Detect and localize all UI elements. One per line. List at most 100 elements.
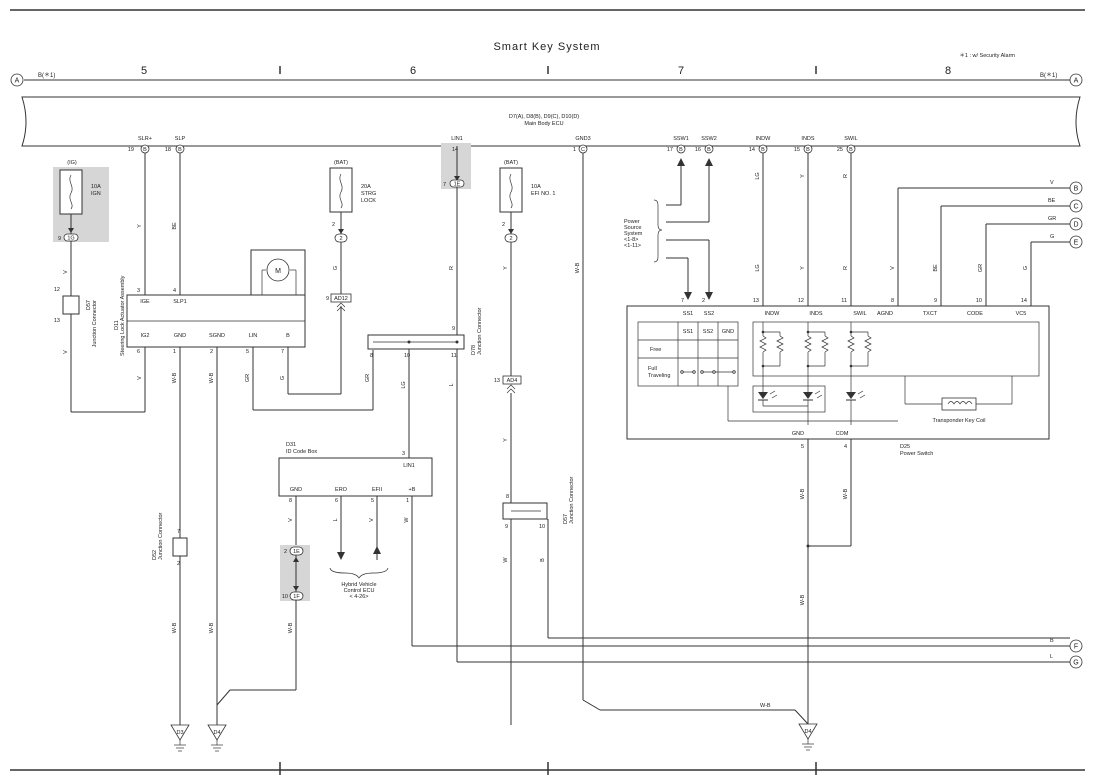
svg-text:G: G bbox=[333, 266, 339, 270]
section-7: 7 bbox=[678, 65, 684, 77]
svg-text:LOCK: LOCK bbox=[361, 198, 376, 204]
svg-text:B: B bbox=[1074, 186, 1079, 193]
svg-text:SWIL: SWIL bbox=[853, 311, 866, 317]
switch-table bbox=[637, 321, 739, 387]
section-8: 8 bbox=[945, 65, 951, 77]
svg-text:2: 2 bbox=[332, 222, 335, 228]
svg-text:EFII: EFII bbox=[372, 487, 383, 493]
svg-text:2: 2 bbox=[502, 222, 505, 228]
note: ＊1 : w/ Security Alarm bbox=[959, 52, 1015, 59]
ig-source: (IG) bbox=[67, 160, 77, 166]
svg-text:SLP: SLP bbox=[175, 136, 186, 142]
svg-text:INDW: INDW bbox=[756, 136, 771, 142]
power-source-label: Power bbox=[624, 219, 640, 225]
svg-text:W-B: W-B bbox=[172, 622, 178, 633]
svg-text:D4: D4 bbox=[804, 729, 811, 735]
svg-text:6: 6 bbox=[335, 498, 338, 504]
svg-text:16: 16 bbox=[695, 147, 701, 153]
svg-text:Traveling: Traveling bbox=[648, 373, 670, 379]
bus-left-label: B(＊1) bbox=[38, 72, 55, 79]
svg-text:Y: Y bbox=[503, 438, 509, 442]
svg-text:AD12: AD12 bbox=[334, 296, 348, 302]
svg-text:9: 9 bbox=[934, 298, 937, 304]
svg-text:E: E bbox=[1074, 240, 1079, 247]
svg-text:Y: Y bbox=[503, 266, 509, 270]
bus-right-label: B(＊1) bbox=[1040, 72, 1057, 79]
ecu-pin-slp: SLP 18 B bbox=[165, 136, 186, 154]
svg-text:11: 11 bbox=[451, 353, 457, 359]
svg-text:18: 18 bbox=[165, 147, 171, 153]
svg-text:D57: D57 bbox=[86, 300, 92, 310]
svg-text:12: 12 bbox=[54, 287, 60, 293]
svg-text:Junction Connector: Junction Connector bbox=[92, 300, 98, 348]
svg-text:D4: D4 bbox=[213, 730, 220, 736]
ground-d4-right: D4 bbox=[798, 723, 818, 751]
id-code-box bbox=[278, 457, 433, 497]
svg-text:7: 7 bbox=[177, 529, 180, 535]
svg-text:IGE: IGE bbox=[140, 299, 150, 305]
svg-text:GR: GR bbox=[978, 264, 984, 272]
svg-text:M: M bbox=[275, 268, 281, 275]
led-icon bbox=[846, 392, 856, 399]
svg-text:V: V bbox=[137, 376, 143, 380]
svg-text:B: B bbox=[143, 147, 147, 153]
strg-source: (BAT) bbox=[334, 160, 348, 166]
svg-text:V: V bbox=[1050, 180, 1054, 186]
section-5: 5 bbox=[141, 65, 147, 77]
svg-text:SS1: SS1 bbox=[683, 329, 693, 335]
svg-text:17: 17 bbox=[667, 147, 673, 153]
svg-text:V: V bbox=[288, 518, 294, 522]
ecu-pin-inds: INDS 15 B bbox=[794, 136, 815, 154]
svg-text:W-B: W-B bbox=[288, 622, 294, 633]
svg-text:G: G bbox=[1023, 266, 1029, 270]
svg-text:8: 8 bbox=[370, 353, 373, 359]
led-block bbox=[752, 385, 826, 413]
svg-text:14: 14 bbox=[1021, 298, 1027, 304]
svg-text:4: 4 bbox=[173, 288, 176, 294]
diagram-title: Smart Key System bbox=[493, 41, 600, 53]
svg-text:W: W bbox=[503, 557, 509, 563]
svg-text:D78: D78 bbox=[471, 345, 477, 355]
svg-text:V: V bbox=[890, 266, 896, 270]
svg-text:G: G bbox=[1073, 660, 1078, 667]
svg-text:R: R bbox=[449, 266, 455, 270]
svg-text:D31: D31 bbox=[286, 442, 296, 448]
ref-b: V B bbox=[1050, 180, 1083, 195]
ground-d4-left: D4 bbox=[207, 724, 227, 752]
svg-text:2: 2 bbox=[339, 236, 342, 242]
svg-text:W-B: W-B bbox=[209, 622, 215, 633]
ad4-connector bbox=[502, 375, 522, 385]
svg-text:10: 10 bbox=[976, 298, 982, 304]
svg-text:GND: GND bbox=[174, 333, 186, 339]
ad12-connector bbox=[330, 293, 352, 303]
svg-text:10A: 10A bbox=[91, 184, 101, 190]
svg-text:GND3: GND3 bbox=[575, 136, 590, 142]
svg-text:W-B: W-B bbox=[172, 372, 178, 383]
svg-text:BE: BE bbox=[933, 264, 939, 272]
svg-text:Free: Free bbox=[650, 347, 661, 353]
svg-text:10: 10 bbox=[539, 524, 545, 530]
svg-text:Junction Connector: Junction Connector bbox=[477, 307, 483, 355]
ref-g: L G bbox=[1050, 654, 1083, 669]
svg-text:2: 2 bbox=[210, 349, 213, 355]
svg-text:SGND: SGND bbox=[209, 333, 225, 339]
svg-text:1G: 1G bbox=[67, 236, 74, 242]
svg-text:R: R bbox=[843, 266, 849, 270]
resistor-block bbox=[752, 321, 1040, 377]
svg-text:A: A bbox=[1074, 78, 1079, 85]
svg-text:D57: D57 bbox=[563, 514, 569, 524]
svg-text:F: F bbox=[1074, 644, 1078, 651]
ecu-pin-lin1: LIN1 bbox=[451, 136, 463, 142]
svg-text:6: 6 bbox=[137, 349, 140, 355]
svg-text:B: B bbox=[806, 147, 810, 153]
svg-text:W-B: W-B bbox=[575, 262, 581, 273]
svg-text:5: 5 bbox=[246, 349, 249, 355]
ref-e: G E bbox=[1050, 234, 1083, 249]
hybrid-label: Hybrid Vehicle bbox=[341, 582, 376, 588]
svg-text:3: 3 bbox=[402, 451, 405, 457]
ig-fuse bbox=[59, 169, 83, 215]
ground-d3: D3 bbox=[170, 724, 190, 752]
svg-text:EFI NO. 1: EFI NO. 1 bbox=[531, 191, 555, 197]
svg-text:GR: GR bbox=[1048, 216, 1056, 222]
